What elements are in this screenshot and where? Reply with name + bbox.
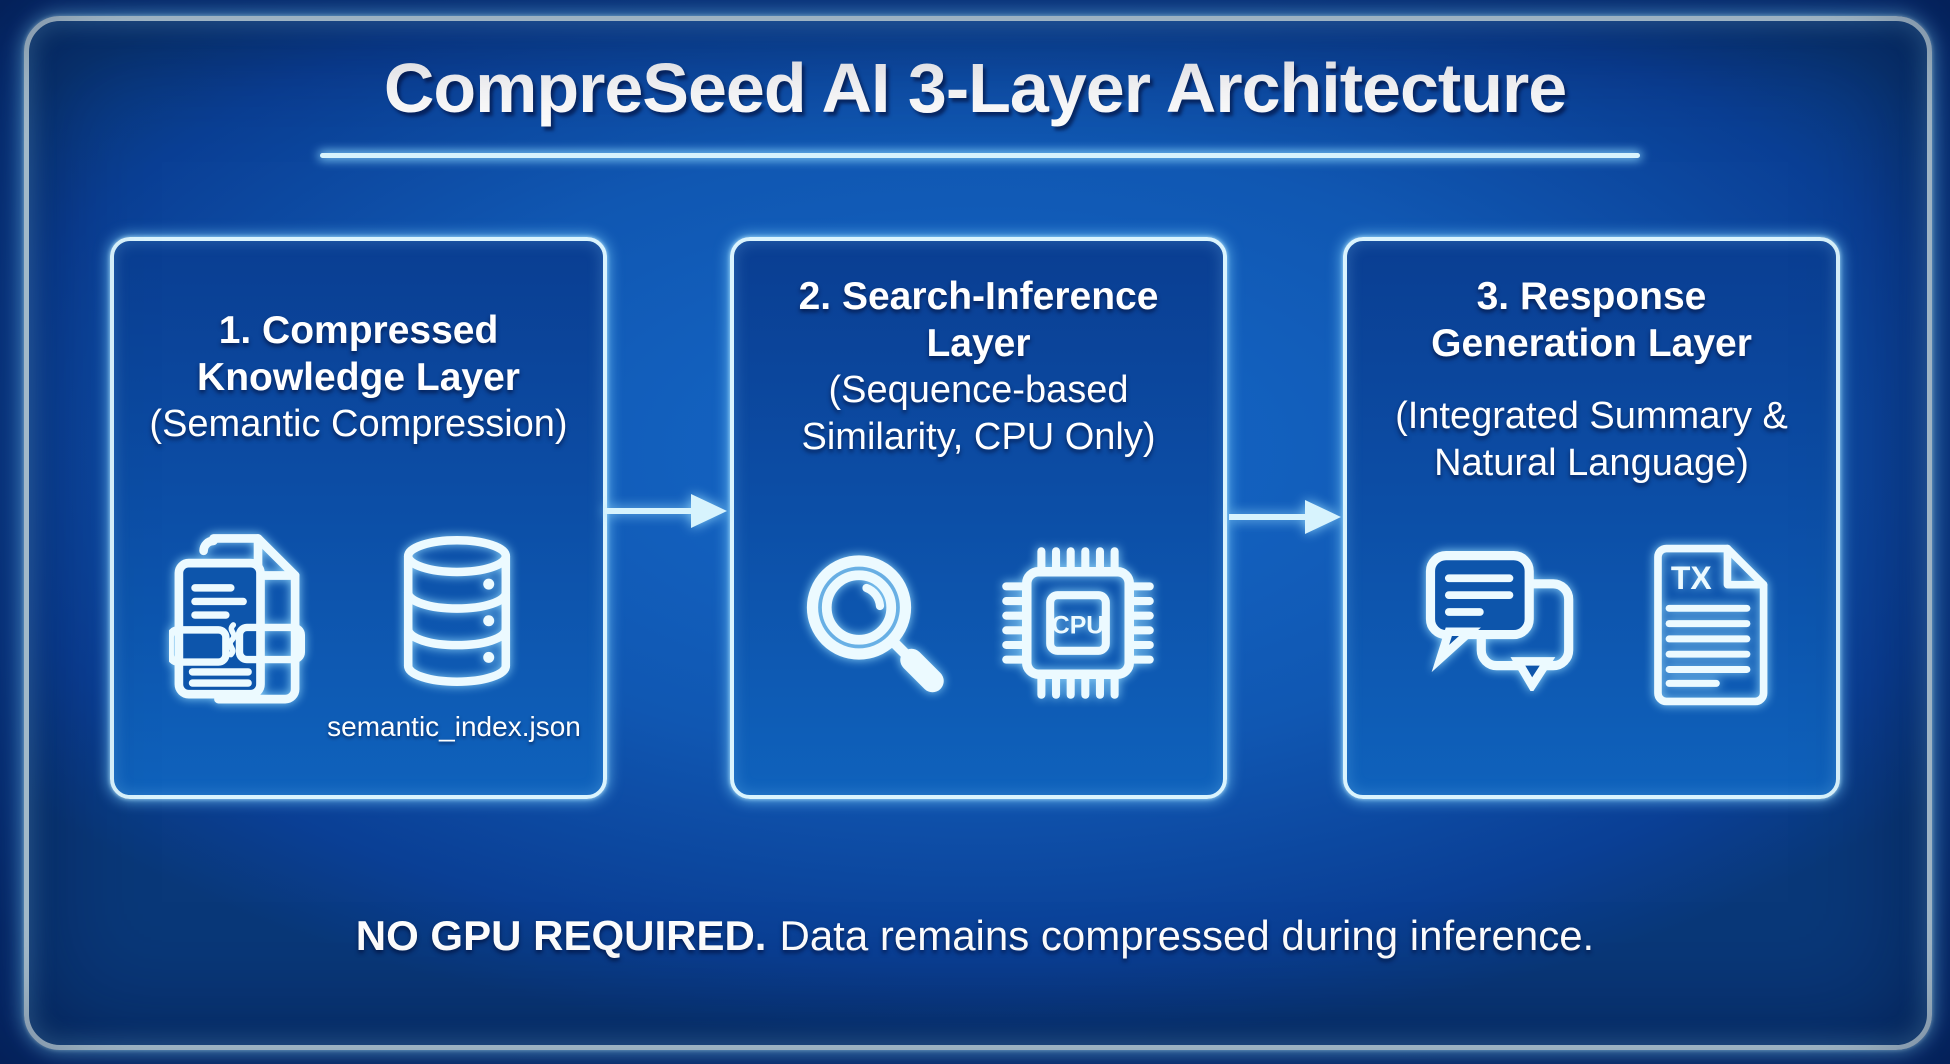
footer-note-regular: Data remains compressed during inference…	[779, 912, 1595, 959]
layer-subtitle-line: Similarity, CPU Only)	[801, 416, 1156, 458]
layer-heading-line: Knowledge Layer	[197, 356, 520, 399]
database-icon	[396, 535, 518, 687]
title-underline	[320, 153, 1640, 158]
page-title: CompreSeed AI 3-Layer Architecture	[383, 49, 1567, 127]
layer-subtitle-line: (Integrated Summary &	[1395, 395, 1788, 437]
layer-heading-line: Generation Layer	[1431, 322, 1752, 365]
chat-bubbles-icon	[1422, 550, 1580, 691]
layer-box-response-generation: 3. Response Generation Layer (Integrated…	[1343, 237, 1840, 799]
layer-subtitle-line: (Semantic Compression)	[149, 403, 568, 445]
text-document-icon: TX	[1644, 543, 1772, 707]
text-spacer	[1347, 367, 1836, 393]
footer-note-bold: NO GPU REQUIRED.	[355, 912, 767, 959]
layer-subtitle-line: (Sequence-based	[828, 369, 1129, 411]
layer-heading-line: Layer	[926, 322, 1031, 365]
cpu-chip-icon: CPU	[996, 541, 1160, 705]
layer-subtitle-line: Natural Language)	[1434, 442, 1749, 484]
layer-box-search-inference: 2. Search-Inference Layer (Sequence-base…	[730, 237, 1227, 799]
tx-document-label: TX	[1671, 560, 1713, 596]
layer-heading-line: 3. Response	[1476, 275, 1707, 318]
layer-box-compressed-knowledge: 1. Compressed Knowledge Layer (Semantic …	[110, 237, 607, 799]
layer-heading-line: 2. Search-Inference	[798, 275, 1159, 318]
compressed-document-icon	[169, 533, 305, 707]
arrow-right-icon	[605, 489, 729, 533]
layer-heading-line: 1. Compressed	[218, 309, 499, 352]
layer-2-text: 2. Search-Inference Layer (Sequence-base…	[734, 273, 1223, 461]
layer-1-text: 1. Compressed Knowledge Layer (Semantic …	[114, 307, 603, 448]
footer-note: NO GPU REQUIRED. Data remains compressed …	[0, 912, 1950, 960]
cpu-chip-label: CPU	[1052, 611, 1105, 639]
layer-3-text: 3. Response Generation Layer (Integrated…	[1347, 273, 1836, 487]
semantic-index-caption: semantic_index.json	[327, 711, 581, 742]
magnifier-icon	[799, 547, 949, 704]
arrow-right-icon	[1229, 495, 1343, 539]
